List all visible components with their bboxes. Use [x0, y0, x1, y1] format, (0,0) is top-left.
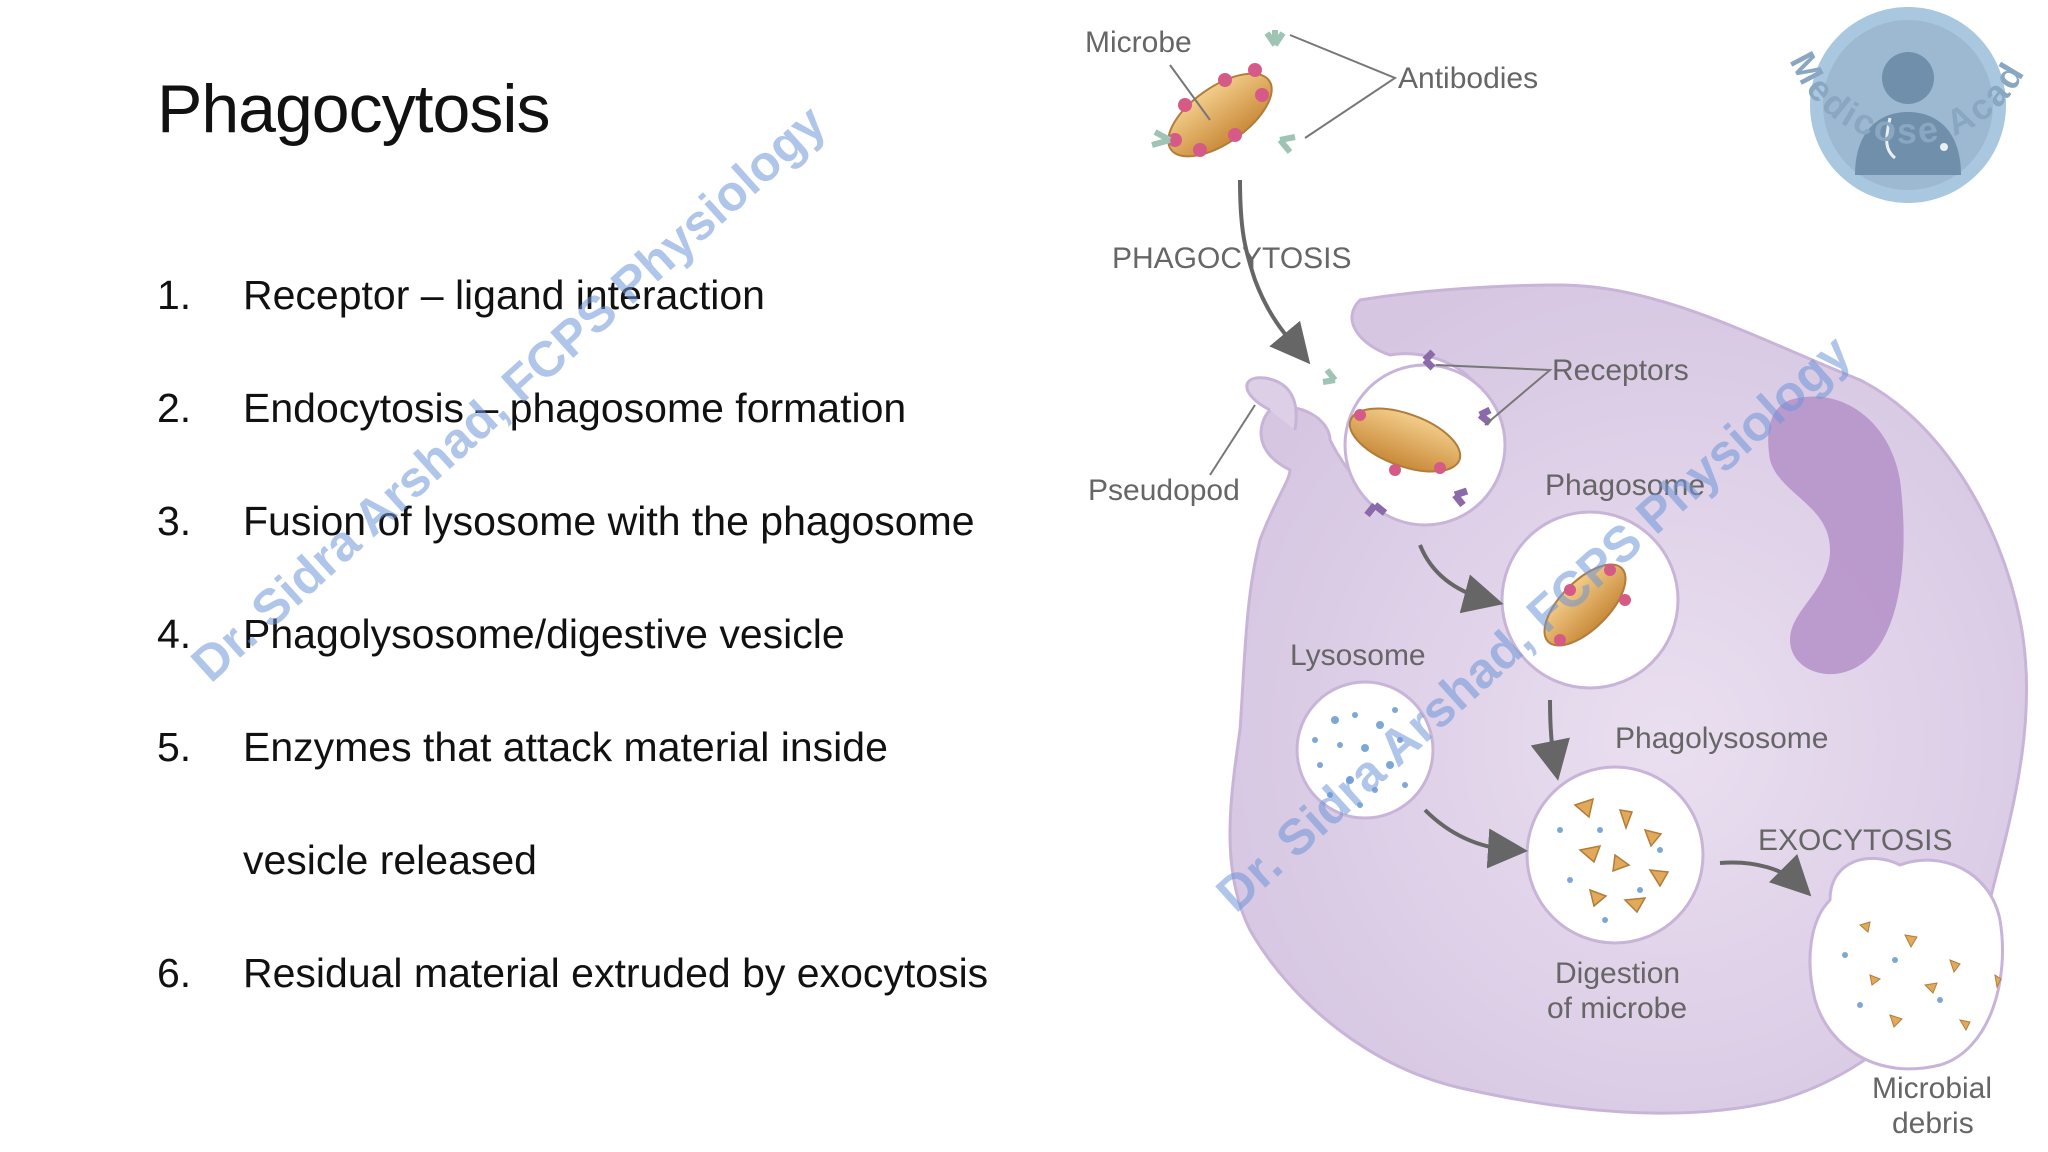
list-item: 1. Receptor – ligand interaction [157, 265, 1057, 378]
list-item: 2. Endocytosis – phagosome formation [157, 378, 1057, 491]
label-antibodies: Antibodies [1398, 62, 1538, 95]
list-number: 4. [157, 611, 192, 657]
engulfing-vacuole [1322, 349, 1507, 527]
microbe-with-antibodies [1151, 30, 1296, 158]
leader-lines [1169, 34, 1553, 476]
list-number: 1. [157, 272, 192, 318]
label-digestion-line1: Digestion [1555, 957, 1680, 990]
nucleus [1768, 396, 1904, 675]
list-text: Receptor – ligand interaction [243, 272, 765, 318]
list-item: 4. Phagolysosome/digestive vesicle [157, 604, 1057, 717]
list-number: 6. [157, 950, 192, 996]
list-text: Endocytosis – phagosome formation [243, 385, 907, 431]
label-pseudopod: Pseudopod [1088, 474, 1240, 507]
list-number: 3. [157, 498, 192, 544]
lysosome [1295, 680, 1435, 820]
doctor-avatar-icon [1855, 52, 1961, 175]
list-text: Enzymes that attack material inside [243, 724, 888, 770]
list-text: Phagolysosome/digestive vesicle [243, 611, 845, 657]
label-debris-line2: debris [1892, 1107, 1974, 1140]
list-text: Fusion of lysosome with the phagosome [243, 498, 975, 544]
logo-text: Medicose Academics [0, 0, 2033, 152]
slide-title: Phagocytosis [157, 71, 550, 147]
logo-textpath: Medicose Academics [0, 0, 2030, 152]
list-number: 2. [157, 385, 192, 431]
list-item: 6. Residual material extruded by exocyto… [157, 943, 1057, 1056]
label-digestion-line2: of microbe [1547, 992, 1687, 1025]
phagolysosome [1525, 765, 1705, 945]
label-debris-line1: Microbial [1872, 1072, 1992, 1105]
label-microbe: Microbe [1085, 26, 1192, 59]
list-item: 3. Fusion of lysosome with the phagosome [157, 491, 1057, 604]
pseudopod [1245, 376, 1298, 431]
label-lysosome: Lysosome [1290, 639, 1426, 672]
label-phagolysosome: Phagolysosome [1615, 722, 1828, 755]
exocytosis-vesicle [1808, 856, 2004, 1071]
list-text: Residual material extruded by exocytosis [243, 950, 989, 996]
label-phagocytosis: PHAGOCYTOSIS [1112, 242, 1352, 275]
list-item: 5. Enzymes that attack material inside [157, 717, 1057, 830]
list-text: vesicle released [243, 837, 537, 883]
label-exocytosis: EXOCYTOSIS [1758, 824, 1953, 857]
list-number: 5. [157, 724, 192, 770]
step-list: 1. Receptor – ligand interaction 2. Endo… [157, 265, 1057, 1056]
list-item-continuation: vesicle released [157, 830, 1057, 943]
medicose-academics-logo: Medicose Academics [0, 0, 2033, 203]
label-receptors: Receptors [1552, 354, 1689, 387]
label-phagosome: Phagosome [1545, 469, 1705, 502]
process-arrows [1238, 179, 1812, 897]
